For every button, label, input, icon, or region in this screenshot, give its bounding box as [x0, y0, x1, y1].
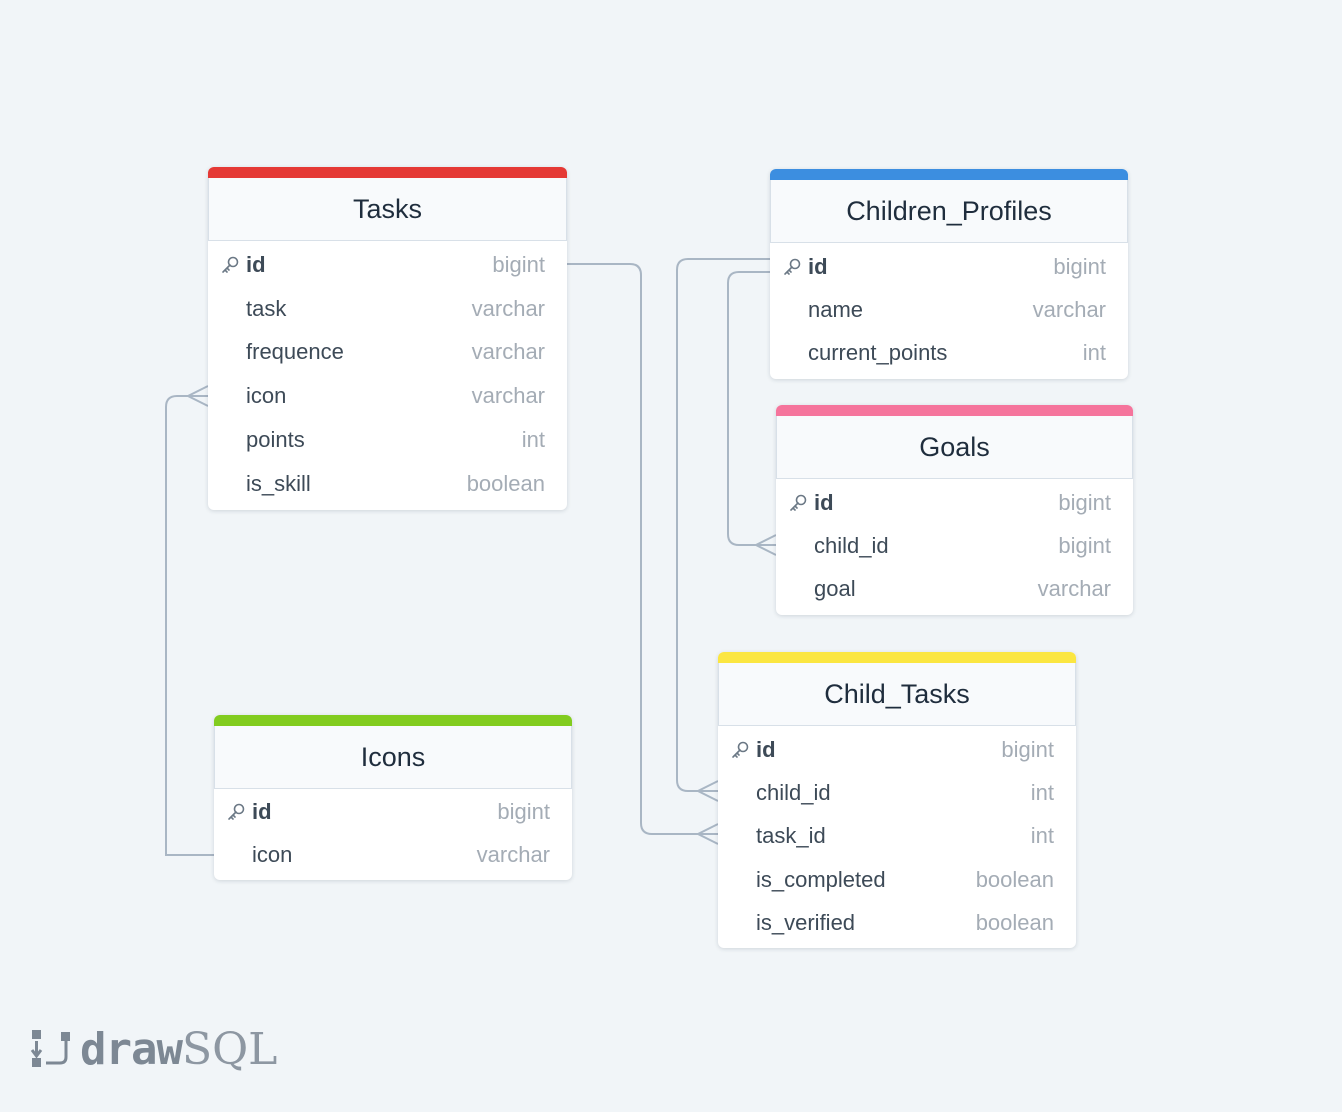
column-name: icon	[252, 841, 293, 867]
table-title[interactable]: Icons	[214, 726, 572, 789]
rel-tasks-child-tasks	[567, 263, 718, 835]
drawsql-logo-icon	[30, 1030, 70, 1067]
column-row-is-skill[interactable]: is_skill boolean	[208, 462, 567, 506]
column-name: current_points	[808, 340, 948, 366]
table-title[interactable]: Tasks	[208, 178, 567, 241]
column-type: bigint	[497, 799, 550, 825]
column-row-is-completed[interactable]: is_completed boolean	[718, 858, 1076, 901]
column-type: boolean	[975, 909, 1054, 935]
column-row-current-points[interactable]: current_points int	[770, 332, 1128, 375]
primary-key-icon	[220, 255, 240, 275]
column-row-icon[interactable]: icon varchar	[208, 374, 567, 418]
rel-children-child-tasks	[676, 258, 770, 792]
column-row-task-id[interactable]: task_id int	[718, 815, 1076, 858]
column-row-child-id[interactable]: child_id bigint	[776, 524, 1133, 567]
crowfoot-task-icon	[185, 385, 209, 407]
column-name: icon	[246, 383, 287, 409]
column-name: id	[252, 799, 272, 825]
table-title[interactable]: Goals	[776, 416, 1133, 479]
column-row-child-id[interactable]: child_id int	[718, 771, 1076, 814]
column-name: id	[814, 489, 834, 515]
table-color-bar	[776, 405, 1133, 416]
table-children-profiles[interactable]: Children_Profiles id bigint name varchar cur…	[770, 169, 1128, 379]
column-type: varchar	[476, 841, 550, 867]
table-goals[interactable]: Goals id bigint child_id bigint goal varchar	[776, 405, 1133, 615]
column-name: id	[246, 251, 266, 277]
column-row-points[interactable]: points int	[208, 418, 567, 462]
column-type: bigint	[1058, 489, 1111, 515]
drawsql-logo: draw SQL	[30, 1023, 278, 1075]
column-type: varchar	[471, 339, 545, 365]
column-type: bigint	[492, 251, 545, 277]
rel-icons-tasks	[165, 395, 214, 856]
column-type: boolean	[466, 470, 545, 496]
column-type: bigint	[1058, 532, 1111, 558]
column-row-is-verified[interactable]: is_verified boolean	[718, 901, 1076, 944]
column-type: varchar	[471, 383, 545, 409]
column-type: varchar	[471, 295, 545, 321]
column-row-id[interactable]: id bigint	[776, 481, 1133, 524]
logo-text-draw: draw	[80, 1023, 183, 1075]
primary-key-icon	[788, 493, 808, 513]
column-row-id[interactable]: id bigint	[718, 728, 1076, 771]
column-type: varchar	[1032, 296, 1106, 322]
rel-children-goals	[727, 271, 776, 546]
crowfoot-goal-child-id	[753, 534, 777, 556]
column-type: int	[1082, 340, 1106, 366]
column-name: child_id	[756, 779, 831, 805]
column-name: frequence	[246, 339, 344, 365]
table-title[interactable]: Child_Tasks	[718, 663, 1076, 726]
column-row-goal[interactable]: goal varchar	[776, 568, 1133, 611]
column-name: child_id	[814, 532, 889, 558]
column-row-icon[interactable]: icon varchar	[214, 834, 572, 877]
column-row-id[interactable]: id bigint	[214, 791, 572, 834]
table-icons[interactable]: Icons id bigint icon varchar	[214, 715, 572, 880]
column-row-frequence[interactable]: frequence varchar	[208, 331, 567, 375]
column-type: bigint	[1001, 736, 1054, 762]
primary-key-icon	[782, 257, 802, 277]
crowfoot-child-id	[695, 780, 719, 802]
table-tasks[interactable]: Tasks id bigint task varchar frequence varcha…	[208, 167, 567, 510]
column-type: int	[1030, 779, 1054, 805]
table-title[interactable]: Children_Profiles	[770, 180, 1128, 243]
column-name: id	[756, 736, 776, 762]
table-color-bar	[208, 167, 567, 178]
column-type: bigint	[1053, 253, 1106, 279]
logo-text-sql: SQL	[181, 1023, 278, 1075]
column-name: goal	[814, 576, 856, 602]
primary-key-icon	[730, 740, 750, 760]
column-row-id[interactable]: id bigint	[770, 245, 1128, 288]
column-name: task	[246, 295, 287, 321]
column-name: name	[808, 296, 864, 322]
column-row-id[interactable]: id bigint	[208, 243, 567, 287]
column-name: is_verified	[756, 909, 856, 935]
column-name: points	[246, 427, 305, 453]
primary-key-icon	[226, 802, 246, 822]
crowfoot-task-id	[695, 823, 719, 845]
table-color-bar	[770, 169, 1128, 180]
column-type: varchar	[1037, 576, 1111, 602]
column-name: is_completed	[756, 866, 886, 892]
column-type: int	[1030, 823, 1054, 849]
column-type: int	[521, 427, 545, 453]
column-row-name[interactable]: name varchar	[770, 288, 1128, 331]
column-row-task[interactable]: task varchar	[208, 287, 567, 331]
column-name: is_skill	[246, 470, 311, 496]
column-type: boolean	[975, 866, 1054, 892]
column-name: task_id	[756, 823, 826, 849]
column-name: id	[808, 253, 828, 279]
table-color-bar	[214, 715, 572, 726]
table-color-bar	[718, 652, 1076, 663]
